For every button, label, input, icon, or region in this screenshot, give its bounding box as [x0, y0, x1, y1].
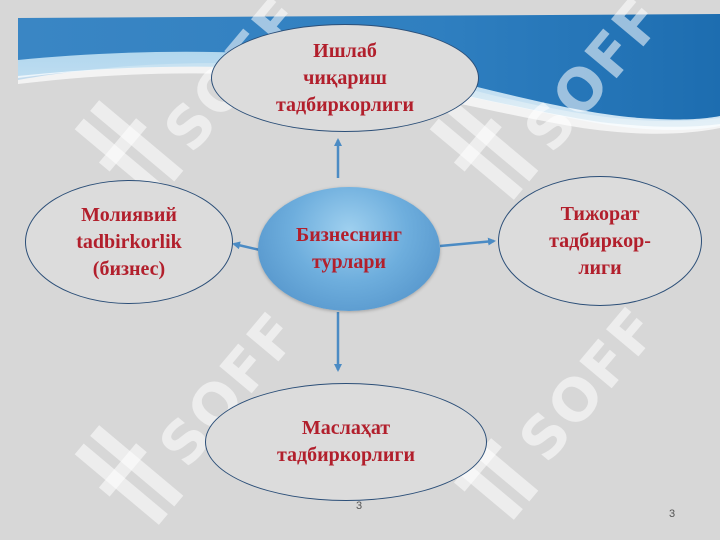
node-commercial: Тижорат тадбиркор- лиги	[498, 176, 702, 306]
node-production-label: Ишлаб чиқариш тадбиркорлиги	[275, 39, 415, 116]
slide-number: 3	[669, 508, 676, 520]
node-center-label: Бизнеснинг турлари	[296, 224, 402, 273]
arrow-to-left	[232, 241, 261, 252]
node-consulting-label: Маслаҳат тадбиркорлиги	[276, 417, 416, 466]
watermark-logo-icon	[429, 100, 539, 200]
node-center: Бизнеснинг турлари	[258, 187, 440, 311]
node-commercial-label: Тижорат тадбиркор- лиги	[549, 202, 651, 279]
slide-number-center: 3	[356, 500, 363, 512]
node-financial-label: Молиявий tadbirkorlik (бизнес)	[76, 203, 182, 280]
node-production: Ишлаб чиқариш тадбиркорлиги	[211, 24, 479, 132]
node-financial: Молиявий tadbirkorlik (бизнес)	[25, 180, 233, 304]
watermark-logo-icon	[74, 425, 184, 525]
node-consulting: Маслаҳат тадбиркорлиги	[205, 383, 487, 501]
watermark-logo-icon	[74, 100, 184, 200]
arrow-to-right	[439, 237, 496, 248]
